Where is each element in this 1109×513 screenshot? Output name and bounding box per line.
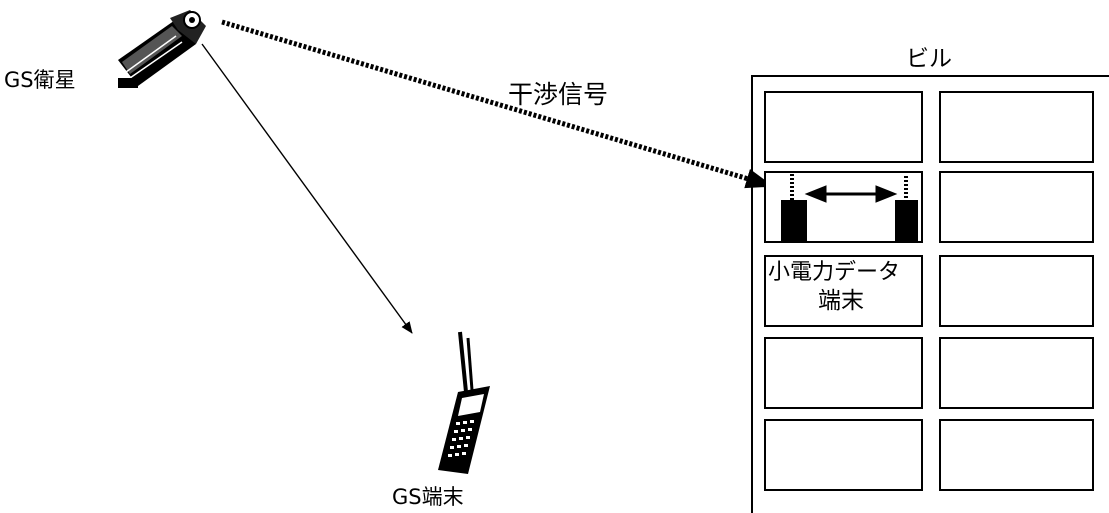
window <box>939 171 1094 243</box>
window <box>764 419 923 491</box>
window <box>764 91 923 163</box>
window <box>939 255 1094 327</box>
terminal-label-line1: 小電力データ <box>768 260 901 285</box>
interference-label: 干渉信号 <box>508 80 609 109</box>
building-windows <box>764 91 1094 491</box>
satellite-icon <box>118 10 206 88</box>
downlink-arrow <box>201 43 413 334</box>
window <box>764 337 923 409</box>
window <box>939 337 1094 409</box>
building-outline <box>751 75 1109 513</box>
window <box>939 91 1094 163</box>
interference-arrow <box>221 19 774 189</box>
window <box>939 419 1094 491</box>
window <box>764 255 923 327</box>
gs-terminal-label: GS端末 <box>392 485 464 509</box>
terminal-label-line2: 端末 <box>818 288 864 314</box>
link-arrow <box>804 185 898 203</box>
satellite-label: GS衛星 <box>4 68 76 92</box>
building-label: ビル <box>906 46 952 72</box>
antenna-device-icon <box>781 174 918 241</box>
mobile-phone-icon <box>438 331 490 474</box>
